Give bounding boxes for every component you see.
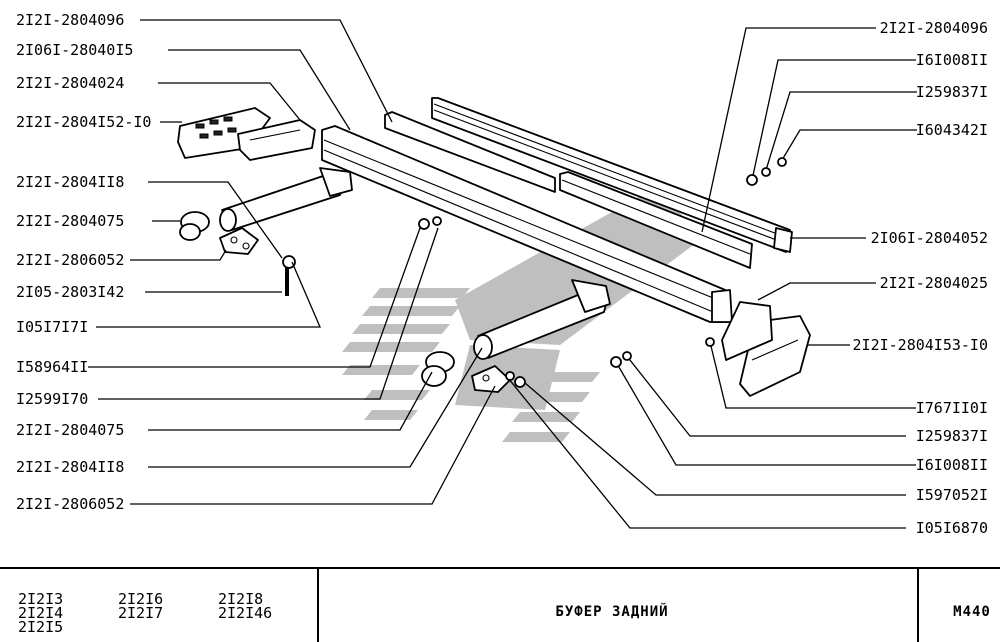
- callout-left-0: 2I2I-2804096: [16, 11, 124, 29]
- callout-left-4: 2I2I-2804II8: [16, 173, 124, 191]
- model-5: 2I2I8: [218, 590, 263, 608]
- left-tube: [219, 167, 353, 232]
- upper-bumper-bar: [431, 97, 793, 253]
- page-code: M440: [953, 604, 991, 620]
- callout-right-10: I597052I: [916, 486, 988, 504]
- callout-left-1: 2I06I-28040I5: [16, 41, 133, 59]
- callout-left-11: 2I2I-2804075: [16, 421, 124, 439]
- left-plate: [219, 227, 259, 255]
- diagram-title: БУФЕР ЗАДНИЙ: [555, 603, 668, 620]
- right-plate: [471, 365, 511, 393]
- left-boot: [179, 211, 210, 241]
- title-block: 2I2I3 2I2I4 2I2I5 2I2I6 2I2I7 2I2I8 2I2I…: [0, 567, 1000, 642]
- callout-right-8: I259837I: [916, 427, 988, 445]
- callout-right-9: I6I008II: [916, 456, 988, 474]
- model-0: 2I2I3: [18, 590, 63, 608]
- callout-labels-right: 2I2I-2804096 I6I008II I259837I I604342I …: [853, 19, 988, 537]
- fasteners: [418, 157, 787, 388]
- callout-right-1: I6I008II: [916, 51, 988, 69]
- callout-left-9: I58964II: [16, 358, 88, 376]
- left-bolt: [282, 255, 296, 296]
- model-2: 2I2I5: [18, 618, 63, 636]
- callout-labels-left: 2I2I-2804096 2I06I-28040I5 2I2I-2804024 …: [16, 11, 151, 513]
- callout-right-6: 2I2I-2804I53-I0: [853, 336, 988, 354]
- callout-right-3: I604342I: [916, 121, 988, 139]
- callout-left-13: 2I2I-2806052: [16, 495, 124, 513]
- leader-lines-right: [507, 27, 917, 529]
- callout-right-11: I05I6870: [916, 519, 988, 537]
- callout-right-0: 2I2I-2804096: [880, 19, 988, 37]
- callout-right-7: I767II0I: [916, 399, 988, 417]
- callout-left-6: 2I2I-2806052: [16, 251, 124, 269]
- right-bracket: [721, 301, 773, 361]
- callout-left-3: 2I2I-2804I52-I0: [16, 113, 151, 131]
- model-3: 2I2I6: [118, 590, 163, 608]
- callout-left-2: 2I2I-2804024: [16, 74, 124, 92]
- right-boot: [421, 351, 455, 387]
- callout-left-7: 2I05-2803I42: [16, 283, 124, 301]
- callout-right-4: 2I06I-2804052: [871, 229, 988, 247]
- callout-left-8: I05I7I7I: [16, 318, 88, 336]
- model-4: 2I2I7: [118, 604, 163, 622]
- callout-left-5: 2I2I-2804075: [16, 212, 124, 230]
- callout-left-10: I2599I70: [16, 390, 88, 408]
- model-1: 2I2I4: [18, 604, 63, 622]
- trim-strip: [384, 111, 753, 269]
- model-6: 2I2I46: [218, 604, 272, 622]
- callout-left-12: 2I2I-2804II8: [16, 458, 124, 476]
- leader-lines-left: [88, 19, 496, 505]
- right-end-cap: [739, 315, 811, 397]
- right-tube: [473, 279, 611, 360]
- callout-right-5: 2I2I-2804025: [880, 274, 988, 292]
- callout-right-2: I259837I: [916, 83, 988, 101]
